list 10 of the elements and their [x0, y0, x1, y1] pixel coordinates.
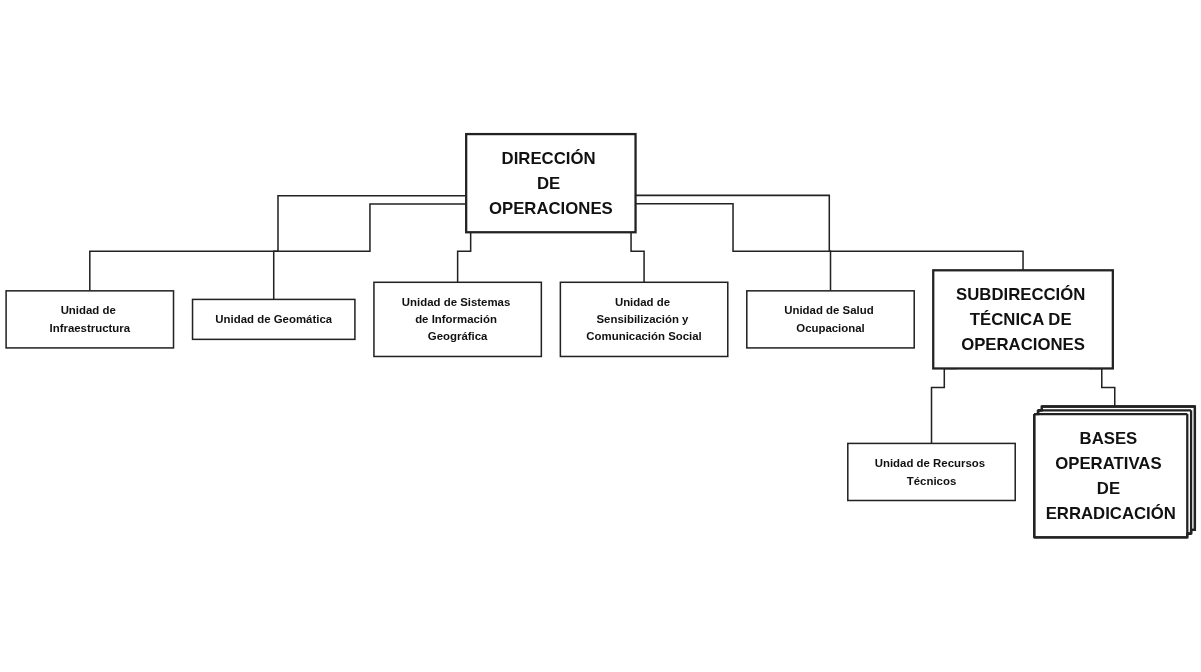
- node-box: SUBDIRECCIÓN TÉCNICA DE OPERACIONES: [932, 269, 1114, 370]
- connector: [89, 195, 467, 292]
- node-box: Unidad de Salud Ocupacional: [746, 290, 915, 349]
- node-box: Unidad de Infraestructura: [5, 290, 175, 349]
- node-box: DIRECCIÓN DE OPERACIONES: [465, 133, 637, 234]
- node-box: Unidad de Geomática: [191, 298, 356, 341]
- node-box: Unidad de Sensibilización y Comunicación Social: [559, 281, 729, 358]
- node-box: Unidad de Sistemas de Información Geográfica: [373, 281, 543, 358]
- connector: [272, 203, 467, 301]
- node-box: Unidad de Recursos Técnicos: [847, 442, 1016, 502]
